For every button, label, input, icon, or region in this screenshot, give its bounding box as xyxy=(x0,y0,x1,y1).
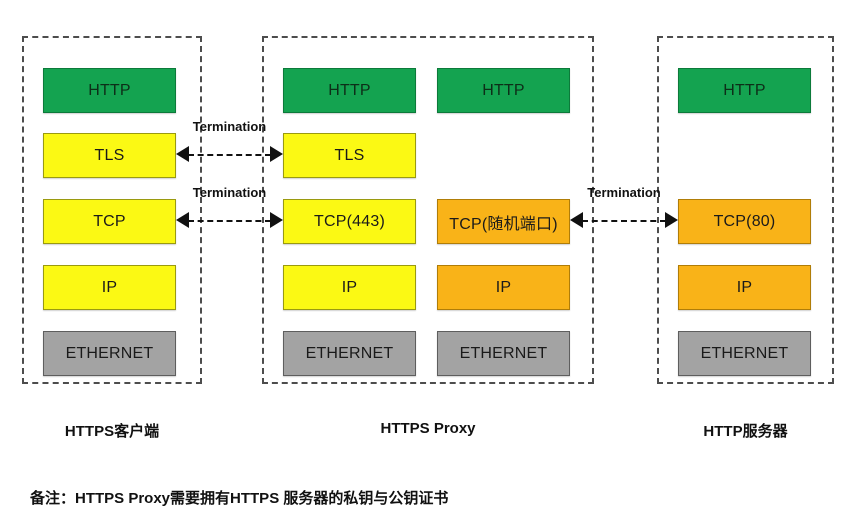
connector-line xyxy=(188,220,271,222)
arrow-left-icon xyxy=(176,146,189,162)
connector-label-tls-termination: Termination xyxy=(192,119,267,134)
layer-box-client-tls: TLS xyxy=(43,133,176,178)
layer-box-server-ethernet: ETHERNET xyxy=(678,331,811,376)
layer-box-server-tcp: TCP(80) xyxy=(678,199,811,244)
layer-box-server-ip: IP xyxy=(678,265,811,310)
arrow-left-icon xyxy=(570,212,583,228)
group-caption-server: HTTP服务器 xyxy=(703,423,788,440)
group-caption-client: HTTPS客户端 xyxy=(64,423,160,440)
layer-box-proxy-left-tcp: TCP(443) xyxy=(283,199,416,244)
layer-box-proxy-left-ethernet: ETHERNET xyxy=(283,331,416,376)
connector-label-tcp-termination-1: Termination xyxy=(192,185,267,200)
arrow-right-icon xyxy=(270,146,283,162)
layer-box-client-ip: IP xyxy=(43,265,176,310)
layer-box-client-ethernet: ETHERNET xyxy=(43,331,176,376)
layer-box-proxy-left-ip: IP xyxy=(283,265,416,310)
group-container-server xyxy=(657,36,834,384)
connector-tcp-termination-client-proxy: Termination xyxy=(176,185,283,244)
group-container-client xyxy=(22,36,202,384)
group-container-proxy xyxy=(262,36,594,384)
layer-box-proxy-right-ip: IP xyxy=(437,265,570,310)
layer-box-client-tcp: TCP xyxy=(43,199,176,244)
arrow-right-icon xyxy=(665,212,678,228)
connector-label-tcp-termination-2: Termination xyxy=(587,185,661,200)
diagram-footnote: 备注：HTTPS Proxy需要拥有HTTPS 服务器的私钥与公钥证书 xyxy=(30,490,449,507)
layer-box-proxy-right-ethernet: ETHERNET xyxy=(437,331,570,376)
connector-tls-termination: Termination xyxy=(176,119,283,178)
arrow-right-icon xyxy=(270,212,283,228)
layer-box-proxy-right-tcp: TCP(随机端口) xyxy=(437,199,570,244)
arrow-left-icon xyxy=(176,212,189,228)
layer-box-client-http: HTTP xyxy=(43,68,176,113)
layer-box-server-http: HTTP xyxy=(678,68,811,113)
layer-box-proxy-left-http: HTTP xyxy=(283,68,416,113)
connector-line xyxy=(582,220,666,222)
layer-box-proxy-right-http: HTTP xyxy=(437,68,570,113)
connector-line xyxy=(188,154,271,156)
group-caption-proxy: HTTPS Proxy xyxy=(380,420,476,437)
layer-box-proxy-left-tls: TLS xyxy=(283,133,416,178)
connector-tcp-termination-proxy-server: Termination xyxy=(570,185,678,244)
